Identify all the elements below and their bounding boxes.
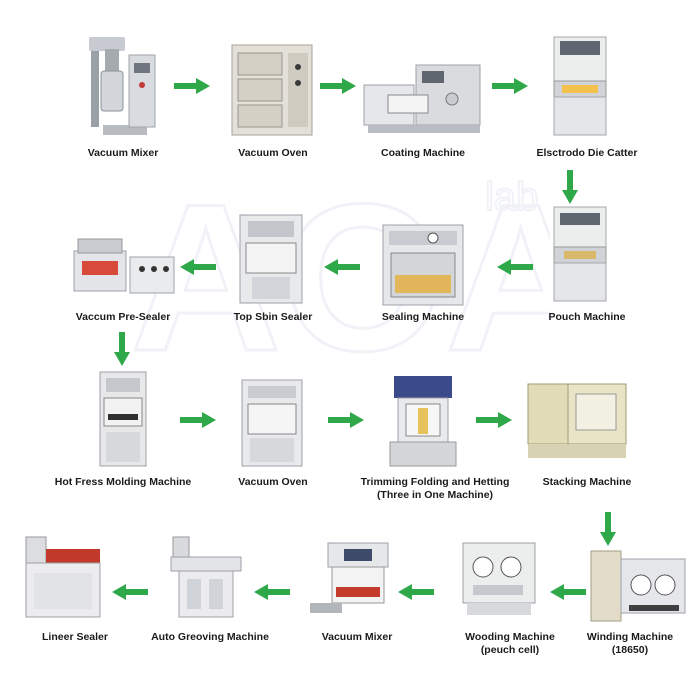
brand-watermark: AOAO lab — [130, 159, 550, 397]
step-label: Vacuum Oven — [238, 147, 308, 159]
watermark-text: AOAO — [130, 160, 550, 395]
step-label: Sealing Machine — [381, 311, 465, 323]
arrow-left-icon — [550, 584, 586, 600]
watermark-sub-text: lab — [485, 175, 538, 219]
winding-machine-icon — [590, 550, 686, 622]
step-label: Vacuum Mixer — [321, 631, 393, 643]
step-label: Vacuum Mixer — [87, 147, 159, 159]
vacuum-oven-icon — [231, 44, 313, 136]
arrow-left-icon — [112, 584, 148, 600]
step-label: Winding Machine (18650) — [586, 631, 674, 656]
vacuum-mixer-icon — [310, 542, 389, 613]
vacuum-mixer-icon — [89, 37, 156, 135]
arrow-right-icon — [476, 412, 512, 428]
arrow-left-icon — [180, 259, 216, 275]
arrow-left-icon — [398, 584, 434, 600]
step-label: Top Sbin Sealer — [233, 311, 313, 323]
step-label: Stacking Machine — [542, 476, 632, 488]
linear-sealer-icon — [25, 536, 101, 618]
arrow-right-icon — [320, 78, 356, 94]
step-label: Auto Greoving Machine — [151, 631, 269, 643]
arrow-right-icon — [174, 78, 210, 94]
step-label: Trimming Folding and Hetting (Three in O… — [360, 476, 510, 501]
die-cutter-icon — [553, 36, 607, 136]
top-side-sealer-icon — [239, 214, 303, 304]
vacuum-oven-icon — [241, 379, 303, 467]
arrow-left-icon — [254, 584, 290, 600]
arrow-right-icon — [180, 412, 216, 428]
sealing-machine-icon — [382, 224, 464, 306]
step-label: Vaccum Pre-Sealer — [75, 311, 171, 323]
pre-sealer-icon — [73, 238, 175, 294]
winding-pouch-icon — [462, 542, 536, 615]
step-label: Pouch Machine — [548, 311, 626, 323]
arrow-left-icon — [324, 259, 360, 275]
step-label: Lineer Sealer — [42, 631, 108, 643]
arrow-right-icon — [328, 412, 364, 428]
trimming-machine-icon — [389, 376, 457, 467]
hot-press-icon — [99, 371, 147, 467]
step-label: Elsctrodo Die Catter — [536, 147, 638, 159]
coating-machine-icon — [363, 64, 481, 133]
stacking-machine-icon — [527, 383, 627, 458]
arrow-left-icon — [497, 259, 533, 275]
arrow-down-icon — [600, 512, 616, 546]
arrow-down-icon — [562, 170, 578, 204]
step-label: Coating Machine — [380, 147, 465, 159]
step-label: Wooding Machine (peuch cell) — [465, 631, 555, 656]
arrow-down-icon — [114, 332, 130, 366]
grooving-machine-icon — [170, 536, 242, 618]
step-label: Hot Fress Molding Machine — [54, 476, 192, 488]
pouch-machine-icon — [553, 206, 607, 302]
arrow-right-icon — [492, 78, 528, 94]
step-label: Vacuum Oven — [238, 476, 308, 488]
